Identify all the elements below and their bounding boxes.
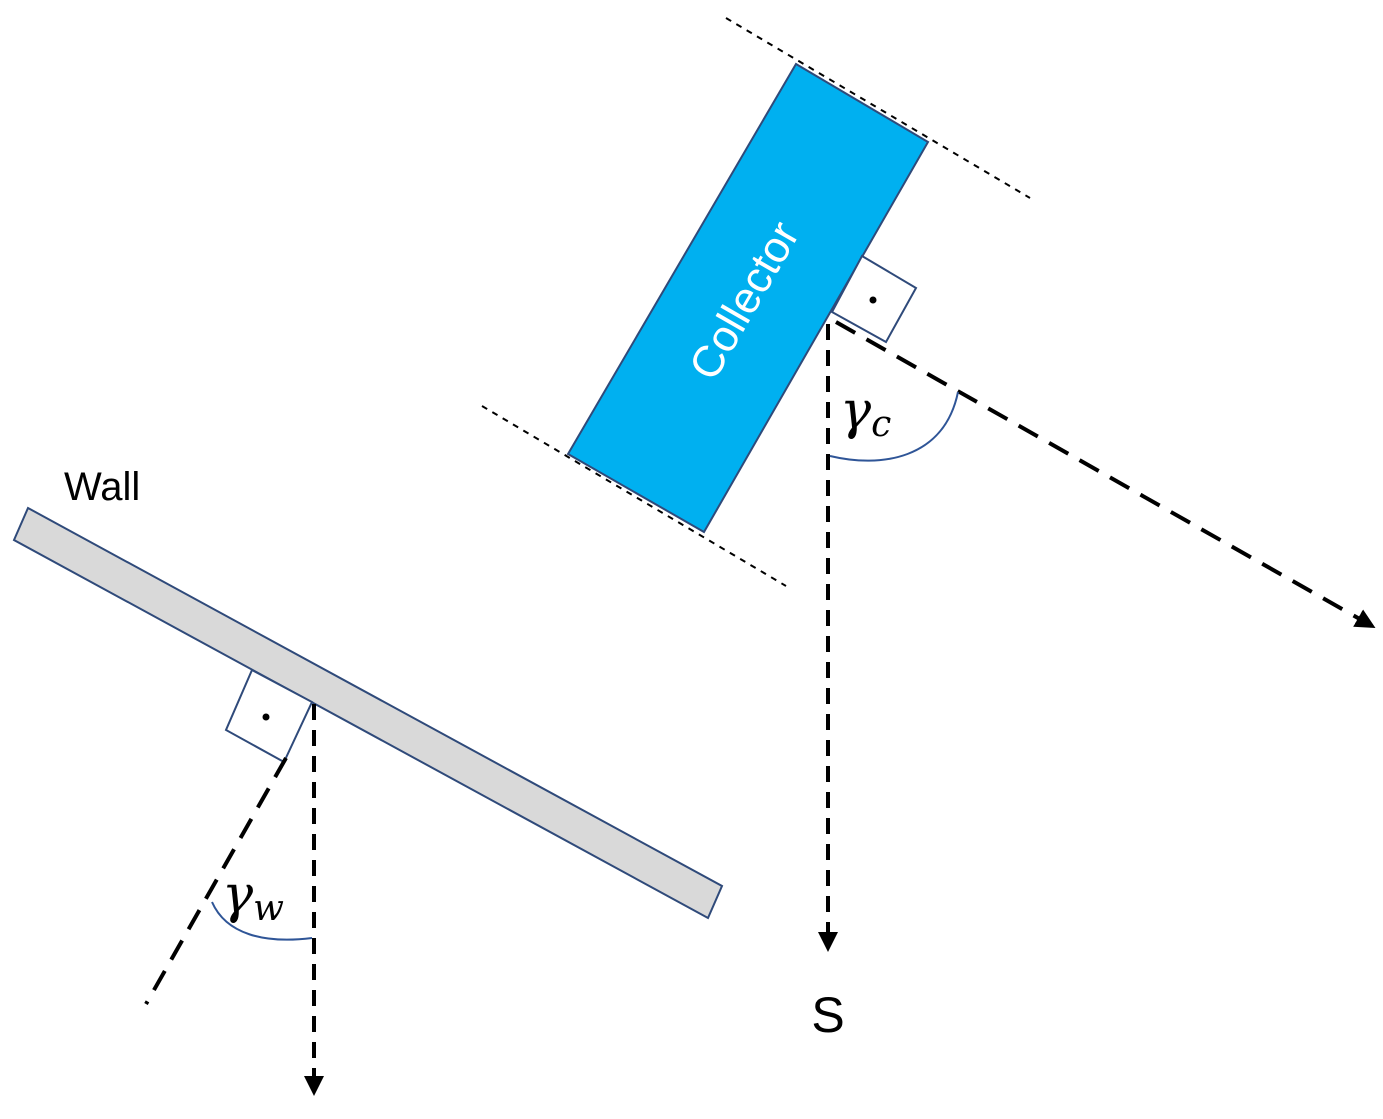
collector-panel <box>566 62 930 534</box>
wall-normal-line <box>144 757 288 1005</box>
gamma-c-angle-arc <box>829 391 959 462</box>
gamma-c-label: γc <box>840 381 891 445</box>
south-label: S <box>811 987 844 1043</box>
gamma-w-angle-arc <box>211 901 313 941</box>
collector-right-angle-dot <box>869 296 877 304</box>
wall-panel <box>12 506 724 920</box>
wall-label: Wall <box>64 465 140 509</box>
gamma-w-label: γw <box>222 865 284 929</box>
wall-right-angle-dot <box>262 713 270 721</box>
collector-normal-arrow <box>835 320 1376 628</box>
